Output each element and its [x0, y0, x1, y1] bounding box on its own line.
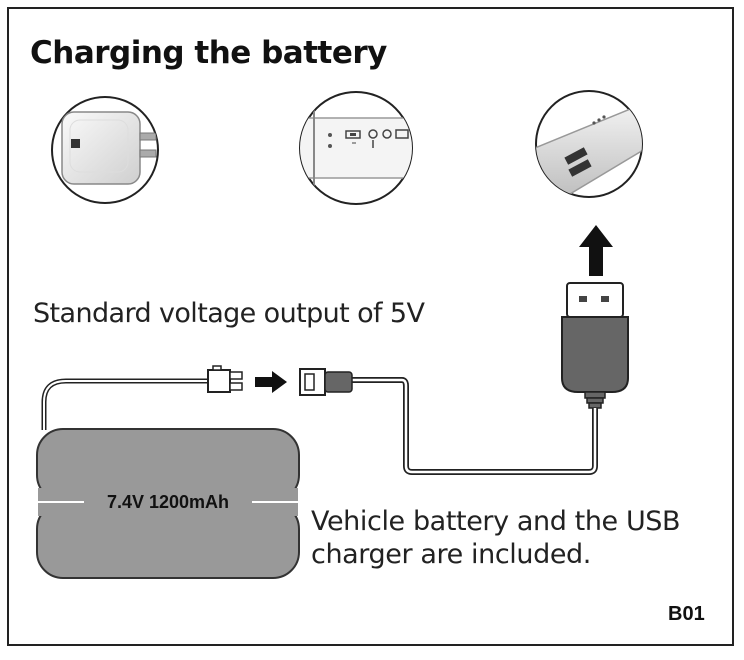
up-arrow-icon: [579, 225, 613, 276]
usb-cable: [352, 377, 598, 475]
figure-code: B01: [668, 603, 705, 625]
computer-usb-ports-icon: [299, 91, 413, 205]
included-caption: Vehicle battery and the USB charger are …: [311, 505, 681, 571]
battery-connector-icon: [207, 365, 243, 393]
included-caption-line2: charger are included.: [311, 539, 591, 570]
power-adapter-icon: [51, 96, 159, 204]
right-arrow-icon: [255, 371, 287, 393]
page-title: Charging the battery: [30, 35, 387, 71]
usb-plug-icon: [561, 282, 629, 409]
battery-label: 7.4V 1200mAh: [107, 492, 229, 512]
voltage-caption: Standard voltage output of 5V: [33, 298, 425, 329]
battery-pack: 7.4V 1200mAh: [36, 428, 300, 579]
battery-lead-wire: [41, 378, 210, 430]
charger-connector-icon: [299, 368, 353, 396]
power-bank-icon: [535, 90, 643, 198]
included-caption-line1: Vehicle battery and the USB: [311, 506, 681, 537]
